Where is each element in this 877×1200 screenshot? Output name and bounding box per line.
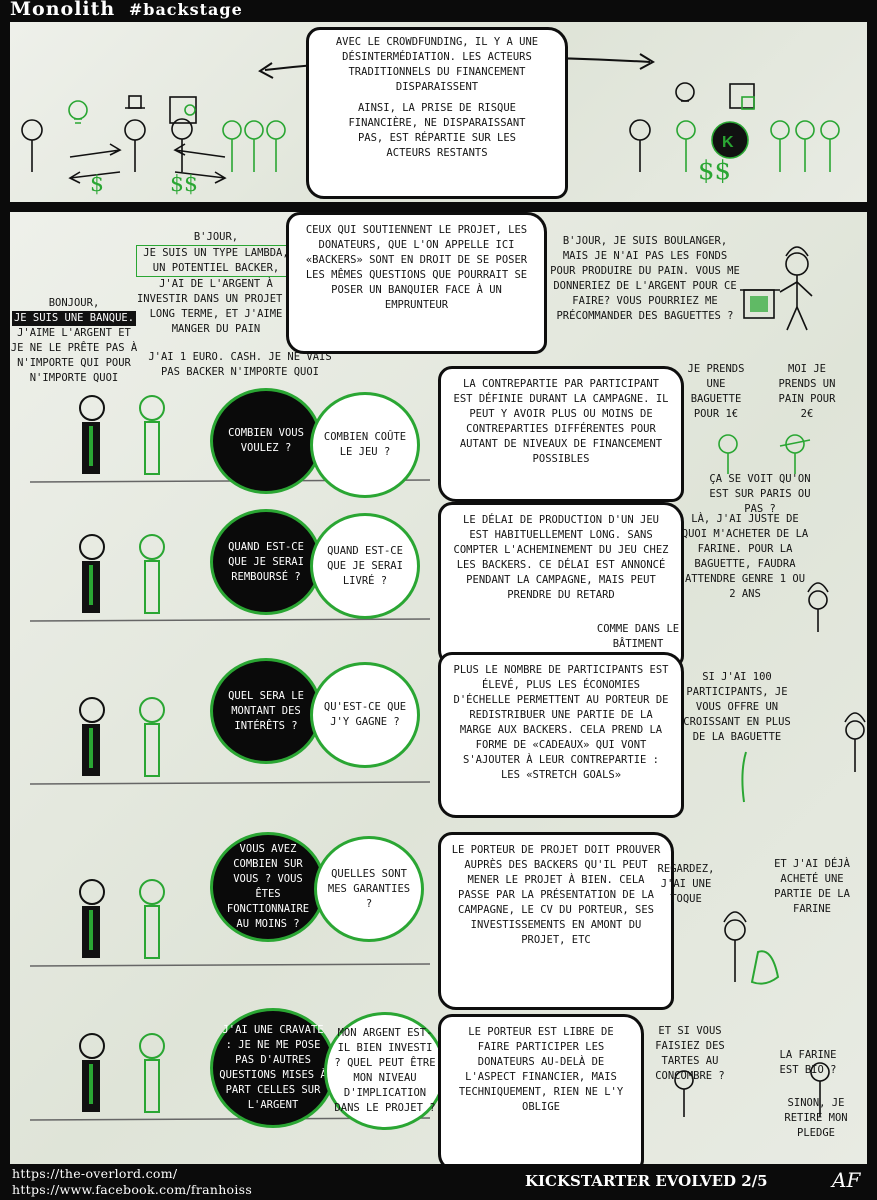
dollar-left: $	[90, 172, 104, 197]
backer-question-bubble: Mon argent est-il bien investi ? Quel pe…	[324, 1012, 446, 1130]
backer-body	[144, 723, 160, 777]
crowdfunding-bubble: Avec le crowdfunding, il y a une désinte…	[306, 27, 568, 199]
side-comment: Là, j'ai juste de quoi m'acheter de la f…	[681, 513, 809, 600]
ground-line	[29, 781, 431, 785]
facebook-link[interactable]: https://www.facebook.com/franhoiss	[12, 1182, 253, 1197]
backer-head	[139, 697, 165, 723]
ground-line	[29, 963, 431, 967]
bank-greeting: Bonjour,	[48, 297, 100, 309]
backer-question-bubble: Quelles sont mes garanties ?	[314, 836, 424, 942]
bank-question-text: J'ai une cravate : je ne me pose pas d'a…	[219, 1024, 327, 1111]
bank-head	[79, 534, 105, 560]
subtitle-word: #backstage	[128, 0, 243, 19]
bank-identity: je suis une banque.	[11, 311, 137, 326]
backer-question-text: Combien coûte le jeu ?	[323, 431, 407, 458]
side-comment: Regardez, j'ai une toque	[657, 863, 715, 905]
dollar-right: $$	[698, 156, 732, 186]
bank-description: J'aime l'argent et je ne le prête pas à …	[10, 327, 138, 384]
bank-head	[79, 697, 105, 723]
main-panel: B'jour, je suis un type lambda, un poten…	[10, 212, 867, 1164]
backer-head	[139, 534, 165, 560]
bank-question-bubble: Vous avez combien sur vous ? Vous êtes f…	[210, 832, 326, 942]
bank-question-bubble: Quel sera le montant des intérêts ?	[210, 658, 322, 764]
backer-head	[139, 1033, 165, 1059]
ground-line	[29, 618, 431, 622]
title-word: Monolith	[10, 0, 116, 20]
answer-bubble: La contrepartie par participant est défi…	[438, 366, 684, 502]
side-comment: comme dans le bâtiment	[596, 623, 680, 650]
backer-head	[139, 879, 165, 905]
backers-bubble: Ceux qui soutiennent le projet, les dona…	[286, 212, 547, 354]
backer-question-bubble: Qu'est-ce que j'y gagne ?	[310, 662, 420, 768]
backer-question-bubble: Combien coûte le jeu ?	[310, 392, 420, 498]
answer-text: Le délai de production d'un jeu est habi…	[453, 514, 669, 601]
euro-cash-text: J'ai 1 euro. Cash. Je ne vais pas backer…	[148, 351, 332, 378]
main-illustration	[29, 246, 866, 1121]
lambda-description: j'ai de l'argent à investir dans un proj…	[136, 278, 296, 335]
answer-text: Le porteur de projet doit prouver auprès…	[451, 844, 661, 946]
page-title: Monolith #backstage	[10, 0, 243, 20]
lambda-intro: B'jour, je suis un type lambda, un poten…	[136, 230, 296, 337]
bank-question-bubble: Quand est-ce que je serai remboursé ?	[210, 509, 322, 615]
answer-bubble: Le porteur de projet doit prouver auprès…	[438, 832, 674, 1010]
backers-text: Ceux qui soutiennent le projet, les dona…	[305, 224, 528, 311]
side-comment: Et j'ai déjà acheté une partie de la far…	[774, 858, 850, 915]
paris-comment: Ça se voit qu'on est sur Paris ou pas ?	[709, 473, 811, 515]
crowdfunding-text-2: Ainsi, la prise de risque financière, ne…	[348, 102, 526, 159]
top-illustration: K	[21, 53, 840, 184]
backer-question-text: Quelles sont mes garanties ?	[327, 867, 411, 910]
bank-question-bubble: J'ai une cravate : je ne me pose pas d'a…	[210, 1008, 336, 1128]
bank-head	[79, 395, 105, 421]
row-figures	[29, 879, 431, 967]
backer-body	[144, 560, 160, 614]
bank-question-bubble: Combien vous voulez ?	[210, 388, 322, 494]
bank-head	[79, 1033, 105, 1059]
side-comment: Et si vous faisiez des tartes au concomb…	[655, 1025, 725, 1082]
lambda-greeting: B'jour,	[193, 231, 239, 243]
bank-question-text: Vous avez combien sur vous ? Vous êtes f…	[226, 843, 310, 930]
backer-head	[139, 395, 165, 421]
row-figures	[29, 534, 431, 622]
answer-text: Le porteur est libre de faire participer…	[458, 1026, 624, 1113]
row-figures	[29, 697, 431, 785]
answer-text: Plus le nombre de participants est élevé…	[453, 664, 669, 781]
lambda-identity: je suis un type lambda, un potentiel bac…	[136, 245, 296, 277]
backer-body	[144, 905, 160, 959]
side-comment: Si j'ai 100 participants, je vous offre …	[683, 671, 791, 743]
side-comment: Sinon, je retire mon pledge	[784, 1097, 848, 1139]
answer-bubble: Plus le nombre de participants est élevé…	[438, 652, 684, 818]
answer-bubble: Le porteur est libre de faire participer…	[438, 1014, 644, 1164]
backer-question-text: Qu'est-ce que j'y gagne ?	[323, 701, 407, 728]
dollar-mid: $$	[170, 172, 198, 197]
bank-head	[79, 879, 105, 905]
backer-body	[144, 421, 160, 475]
backer-question-text: Mon argent est-il bien investi ? Quel pe…	[334, 1027, 436, 1114]
backer-question-bubble: Quand est-ce que je serai livré ?	[310, 513, 420, 619]
backer-question-text: Quand est-ce que je serai livré ?	[327, 544, 403, 587]
top-panel: K $ $$ $$ Avec le crowdfunding, il y a u…	[10, 22, 867, 202]
baker-intro: B'jour, je suis boulanger, mais je n'ai …	[550, 235, 740, 322]
website-link[interactable]: https://the-overlord.com/	[12, 1166, 178, 1181]
crowdfunding-text-1: Avec le crowdfunding, il y a une désinte…	[335, 36, 539, 93]
side-comment: La farine est bio ?	[779, 1049, 837, 1076]
series-title: KICKSTARTER EVOLVED 2/5	[525, 1172, 768, 1190]
bank-question-text: Combien vous voulez ?	[228, 427, 304, 454]
signature-logo: AF	[832, 1168, 861, 1192]
bank-question-text: Quel sera le montant des intérêts ?	[228, 689, 304, 732]
side-comment: Je prends une baguette pour 1€	[687, 363, 745, 420]
bank-question-text: Quand est-ce que je serai remboursé ?	[228, 540, 304, 583]
backer-body	[144, 1059, 160, 1113]
answer-text: La contrepartie par participant est défi…	[453, 378, 669, 465]
side-comment: Moi je prends un pain pour 2€	[778, 363, 836, 420]
bank-intro: Bonjour, je suis une banque. J'aime l'ar…	[10, 296, 138, 386]
answer-bubble: Le délai de production d'un jeu est habi…	[438, 502, 684, 668]
svg-text:K: K	[722, 134, 734, 151]
